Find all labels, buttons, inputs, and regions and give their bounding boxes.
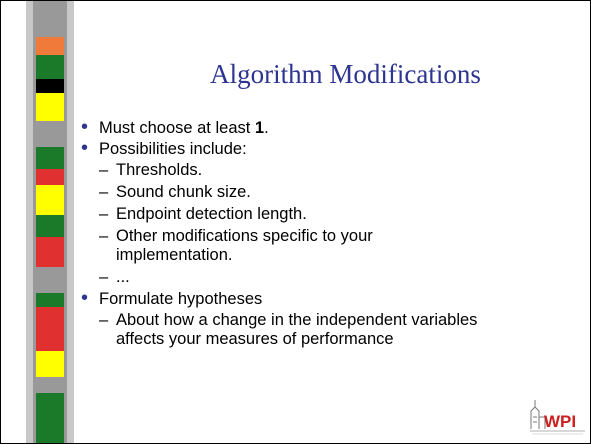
bullet-icon: • [81,116,89,138]
sub-item-text: Thresholds. [116,161,203,179]
bullet-icon: • [81,137,89,159]
logo-text: WPI [544,412,576,431]
strip-red-block [36,237,64,267]
bullet-text-bold: 1 [254,119,265,137]
sub-item: – Sound chunk size. [79,183,579,202]
bullet-item: • Formulate hypotheses [79,287,579,309]
bullet-item: • Possibilities include: [79,137,579,159]
strip-green-block [36,55,64,79]
strip-green-block [36,393,64,443]
dash-icon: – [99,205,109,223]
sub-item: – About how a change in the independent … [79,311,516,349]
dash-icon: – [99,161,109,179]
strip-black-block [36,79,64,93]
sub-item: – ... [79,268,579,287]
bullet-text: Possibilities include: [99,140,247,158]
strip-green-block [36,147,64,169]
bullet-item: • Must choose at least 1. [79,116,579,138]
bullet-icon: • [81,287,89,309]
dash-icon: – [99,183,109,201]
strip-red-block [36,169,64,185]
strip-yellow-block [36,351,64,377]
strip-red-block [36,307,64,351]
bullet-text: Formulate hypotheses [99,290,263,308]
sub-item-text: ... [116,268,130,286]
dash-icon: – [99,311,109,329]
strip-green-block [36,215,64,237]
slide-title: Algorithm Modifications [210,59,481,89]
strip-green-block [36,293,64,307]
slide-body: • Must choose at least 1. • Possibilitie… [79,116,579,352]
sub-item: – Other modifications specific to your i… [79,227,446,265]
decorative-side-strip [26,1,74,443]
sub-item-text: About how a change in the independent va… [116,311,478,348]
sub-item-text: Other modifications specific to your imp… [116,227,373,264]
sub-item-text: Sound chunk size. [116,183,251,201]
strip-orange-block [36,37,64,55]
bullet-text: . [264,119,269,137]
wpi-logo: WPI [527,395,587,437]
dash-icon: – [99,227,109,245]
sub-item: – Thresholds. [79,161,579,180]
sub-item-text: Endpoint detection length. [116,205,307,223]
dash-icon: – [99,268,109,286]
sub-item: – Endpoint detection length. [79,205,579,224]
bullet-text: Must choose at least [99,119,255,137]
strip-yellow-block [36,93,64,121]
strip-yellow-block [36,185,64,215]
wpi-logo-graphic: WPI [530,400,585,435]
